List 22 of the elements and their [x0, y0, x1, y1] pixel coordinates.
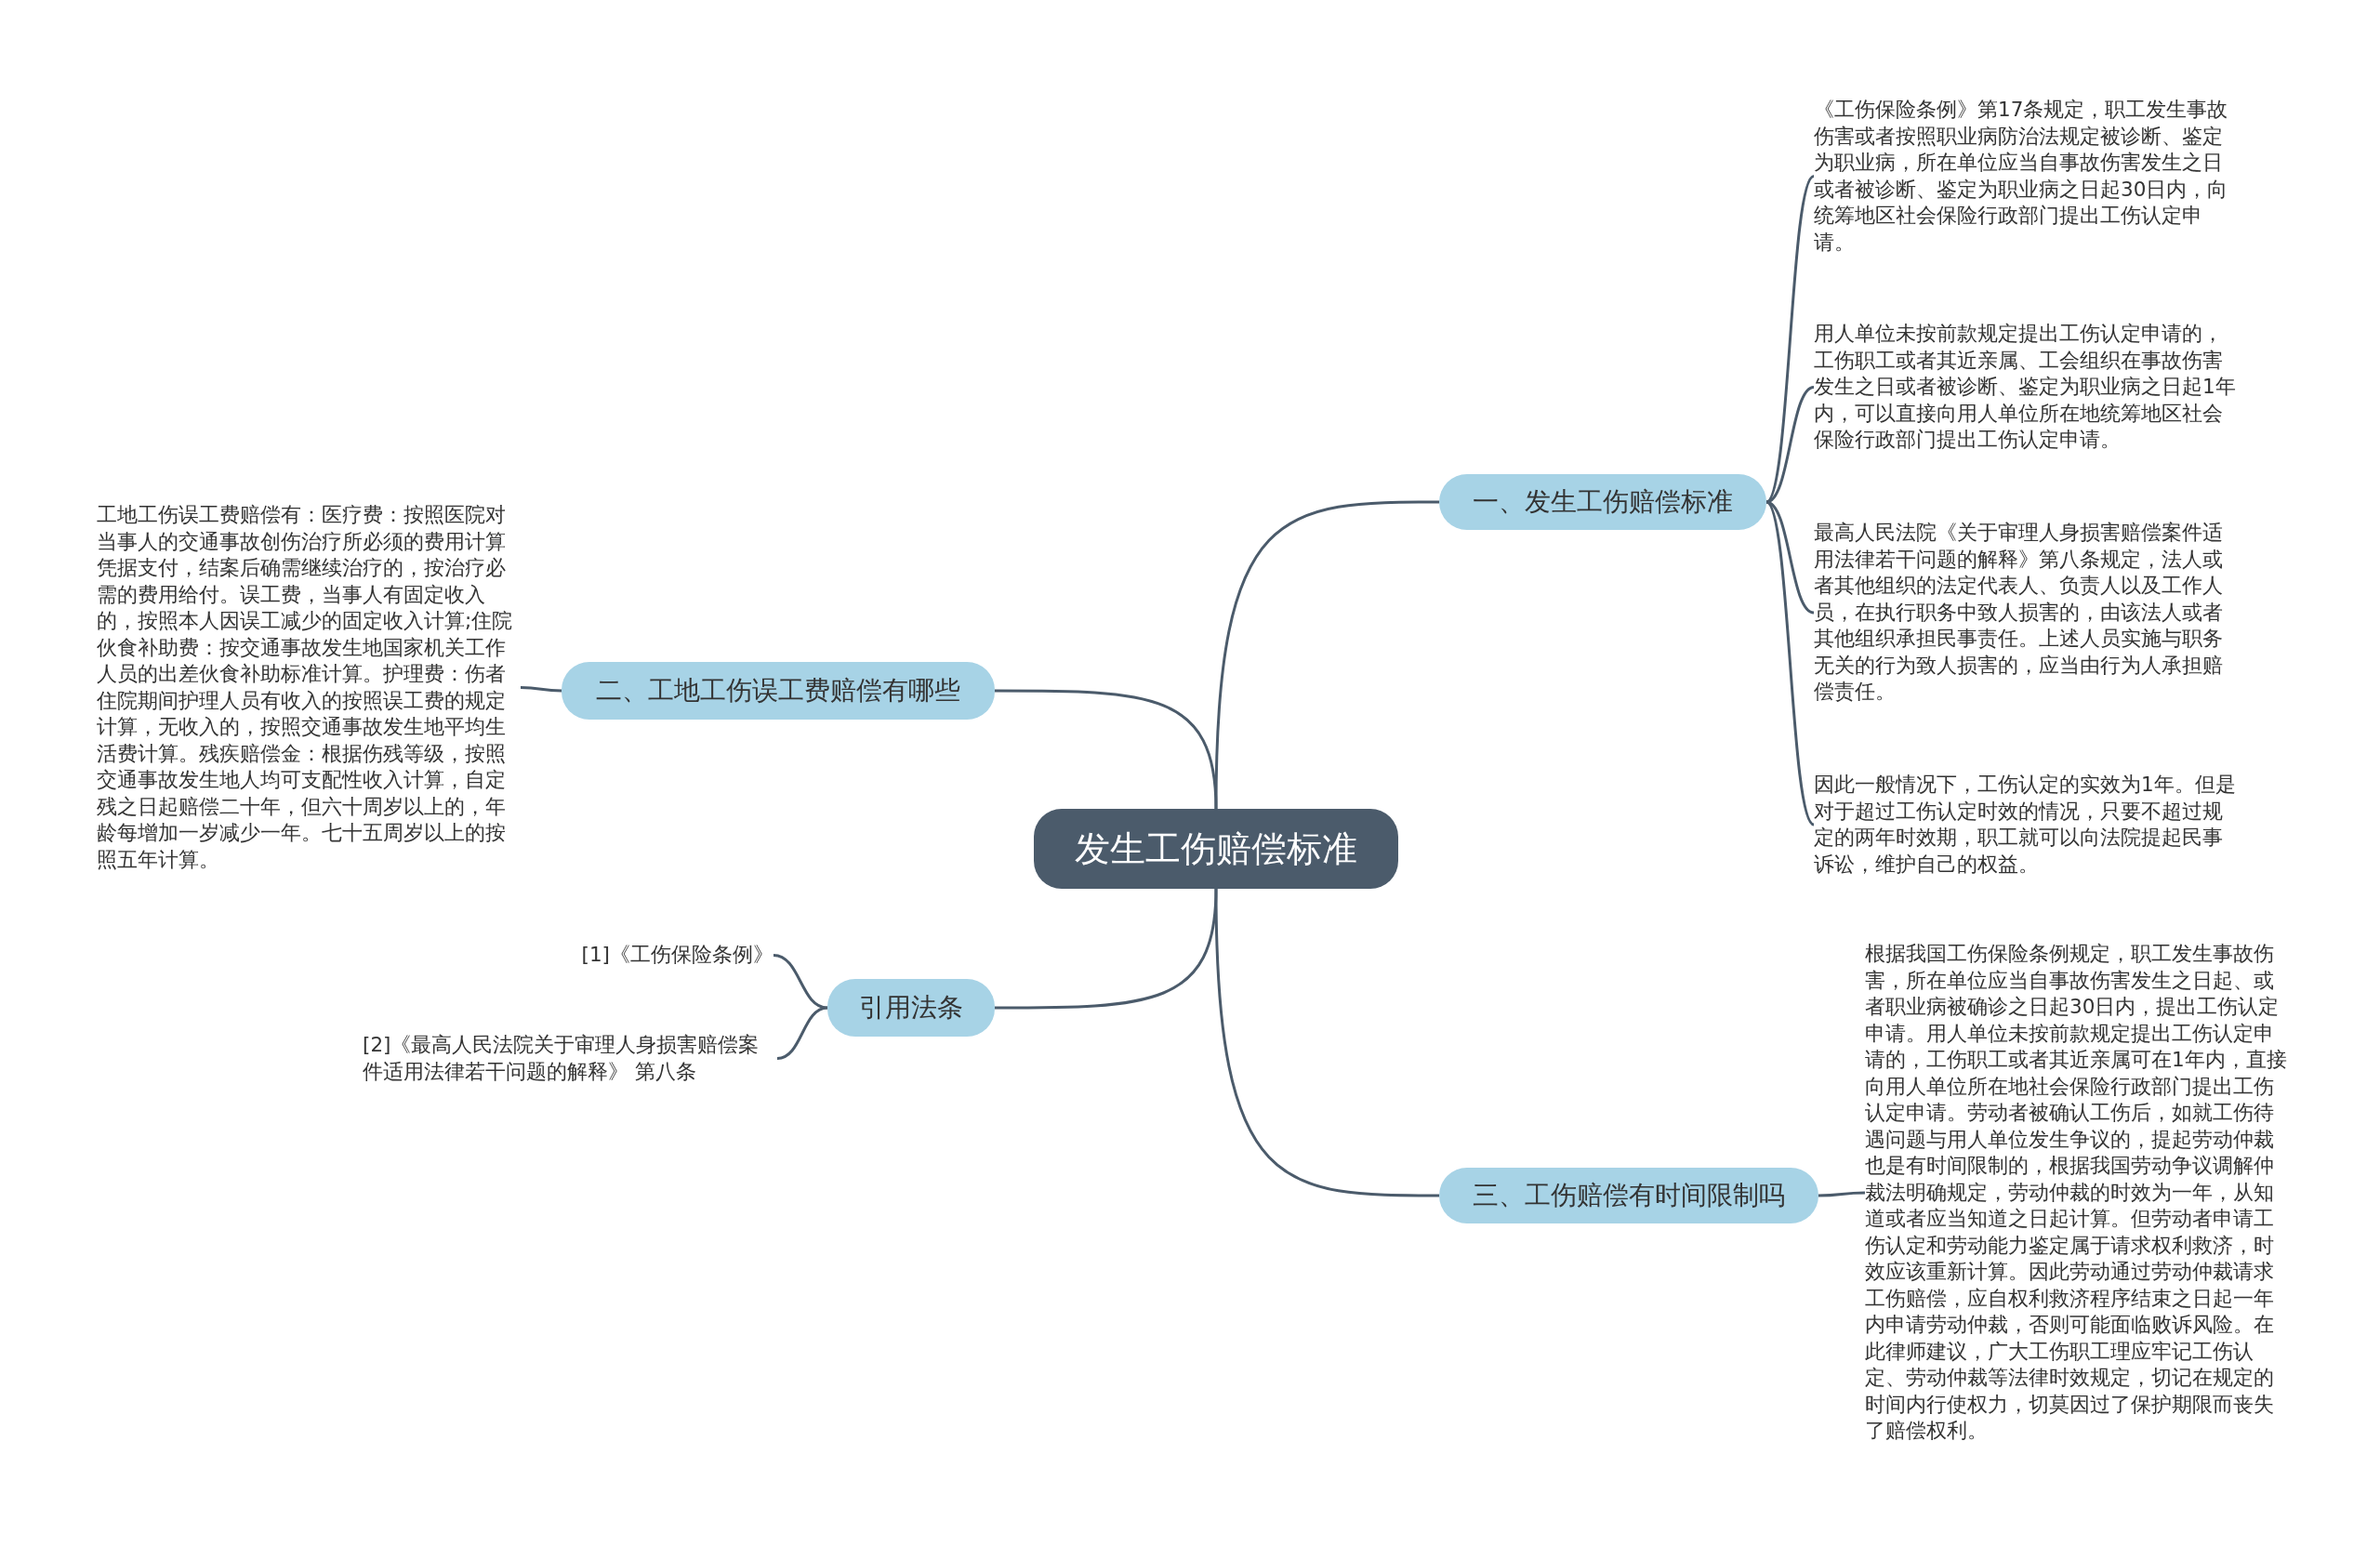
connector-line [1214, 888, 1439, 1197]
topic-pill: 三、工伤赔偿有时间限制吗 [1439, 1168, 1818, 1223]
reference-text: [1]《工伤保险条例》 [502, 942, 774, 969]
note-text: 因此一般情况下，工伤认定的实效为1年。但是对于超过工伤认定时效的情况，只要不超过规定的两年时效期，职工就可以向法院提起民事诉讼，维护自己的权益。 [1814, 772, 2238, 878]
topic-pill: 一、发生工伤赔偿标准 [1439, 474, 1766, 530]
connector-line [995, 689, 1218, 810]
connector-line [1818, 1191, 1865, 1197]
connector-line [995, 888, 1218, 1010]
connector-line [520, 686, 562, 693]
note-text: 用人单位未按前款规定提出工伤认定申请的，工伤职工或者其近亲属、工会组织在事故伤害发生之日或者被诊断、鉴定为职业病之日起1年内，可以直接向用人单位所在地统筹地区社会保险行政部门提出工伤认定申请。 [1814, 321, 2238, 454]
note-text: 最高人民法院《关于审理人身损害赔偿案件适用法律若干问题的解释》第八条规定，法人或者其他组织的法定代表人、负责人以及工作人员，在执行职务中致人损害的，由该法人或者其他组织承担民事责任。上述人员实施与职务无关的行为致人损害的，应当由行为人承担赔偿责任。 [1814, 520, 2238, 706]
topic-pill: 二、工地工伤误工费赔偿有哪些 [562, 662, 995, 720]
note-text: 根据我国工伤保险条例规定，职工发生事故伤害，所在单位应当自事故伤害发生之日起、或者职业病被确诊之日起30日内，提出工伤认定申请。用人单位未按前款规定提出工伤认定申请的，工伤职工或者其近亲属可在1年内，直接向用人单位所在地社会保险行政部门提出工伤认定申请。劳动者被确认工伤后，如就工伤待遇问题与用人单位发生争议的，提起劳动仲裁也是有时间限制的，根据我国劳动争议调解仲裁法明确规定，劳动仲裁的时效为一年，从知道或者应当知道之日起计算。但劳动者申请工伤认定和劳动能力鉴定属于请求权利救济，时效应该重新计算。因此劳动通过劳动仲裁请求工伤赔偿，应自权利救济程序结束之日起一年内申请劳动仲裁，否则可能面临败诉风险。在此律师建议，广大工伤职工理应牢记工伤认定、劳动仲裁等法律时效规定，切记在规定的时间内行使权力，切莫因过了保护期限而丧失了赔偿权利。 [1865, 941, 2289, 1445]
central-topic: 发生工伤赔偿标准 [1034, 809, 1398, 889]
connector-line [776, 1006, 828, 1060]
topic-pill: 引用法条 [827, 979, 995, 1037]
reference-text: [2]《最高人民法院关于审理人身损害赔偿案件适用法律若干问题的解释》 第八条 [363, 1032, 777, 1085]
connector-line [1765, 501, 1816, 826]
note-text: 工地工伤误工费赔偿有：医疗费：按照医院对当事人的交通事故创伤治疗所必须的费用计算凭据支付，结案后确需继续治疗的，按治疗必需的费用给付。误工费，当事人有固定收入的，按照本人因误工减少的固定收入计算;住院伙食补助费：按交通事故发生地国家机关工作人员的出差伙食补助标准计算。护理费：伤者住院期间护理人员有收入的按照误工费的规定计算，无收入的，按照交通事故发生地平均生活费计算。残疾赔偿金：根据伤残等级，按照交通事故发生地人均可支配性收入计算，自定残之日起赔偿二十年，但六十周岁以上的，年龄每增加一岁减少一年。七十五周岁以上的按照五年计算。 [97, 502, 521, 873]
connector-line [1214, 500, 1439, 810]
note-text: 《工伤保险条例》第17条规定，职工发生事故伤害或者按照职业病防治法规定被诊断、鉴定为职业病，所在单位应当自事故伤害发生之日或者被诊断、鉴定为职业病之日起30日内，向统筹地区社会保险行政部门提出工伤认定申请。 [1814, 97, 2238, 256]
connector-line [773, 954, 828, 1010]
